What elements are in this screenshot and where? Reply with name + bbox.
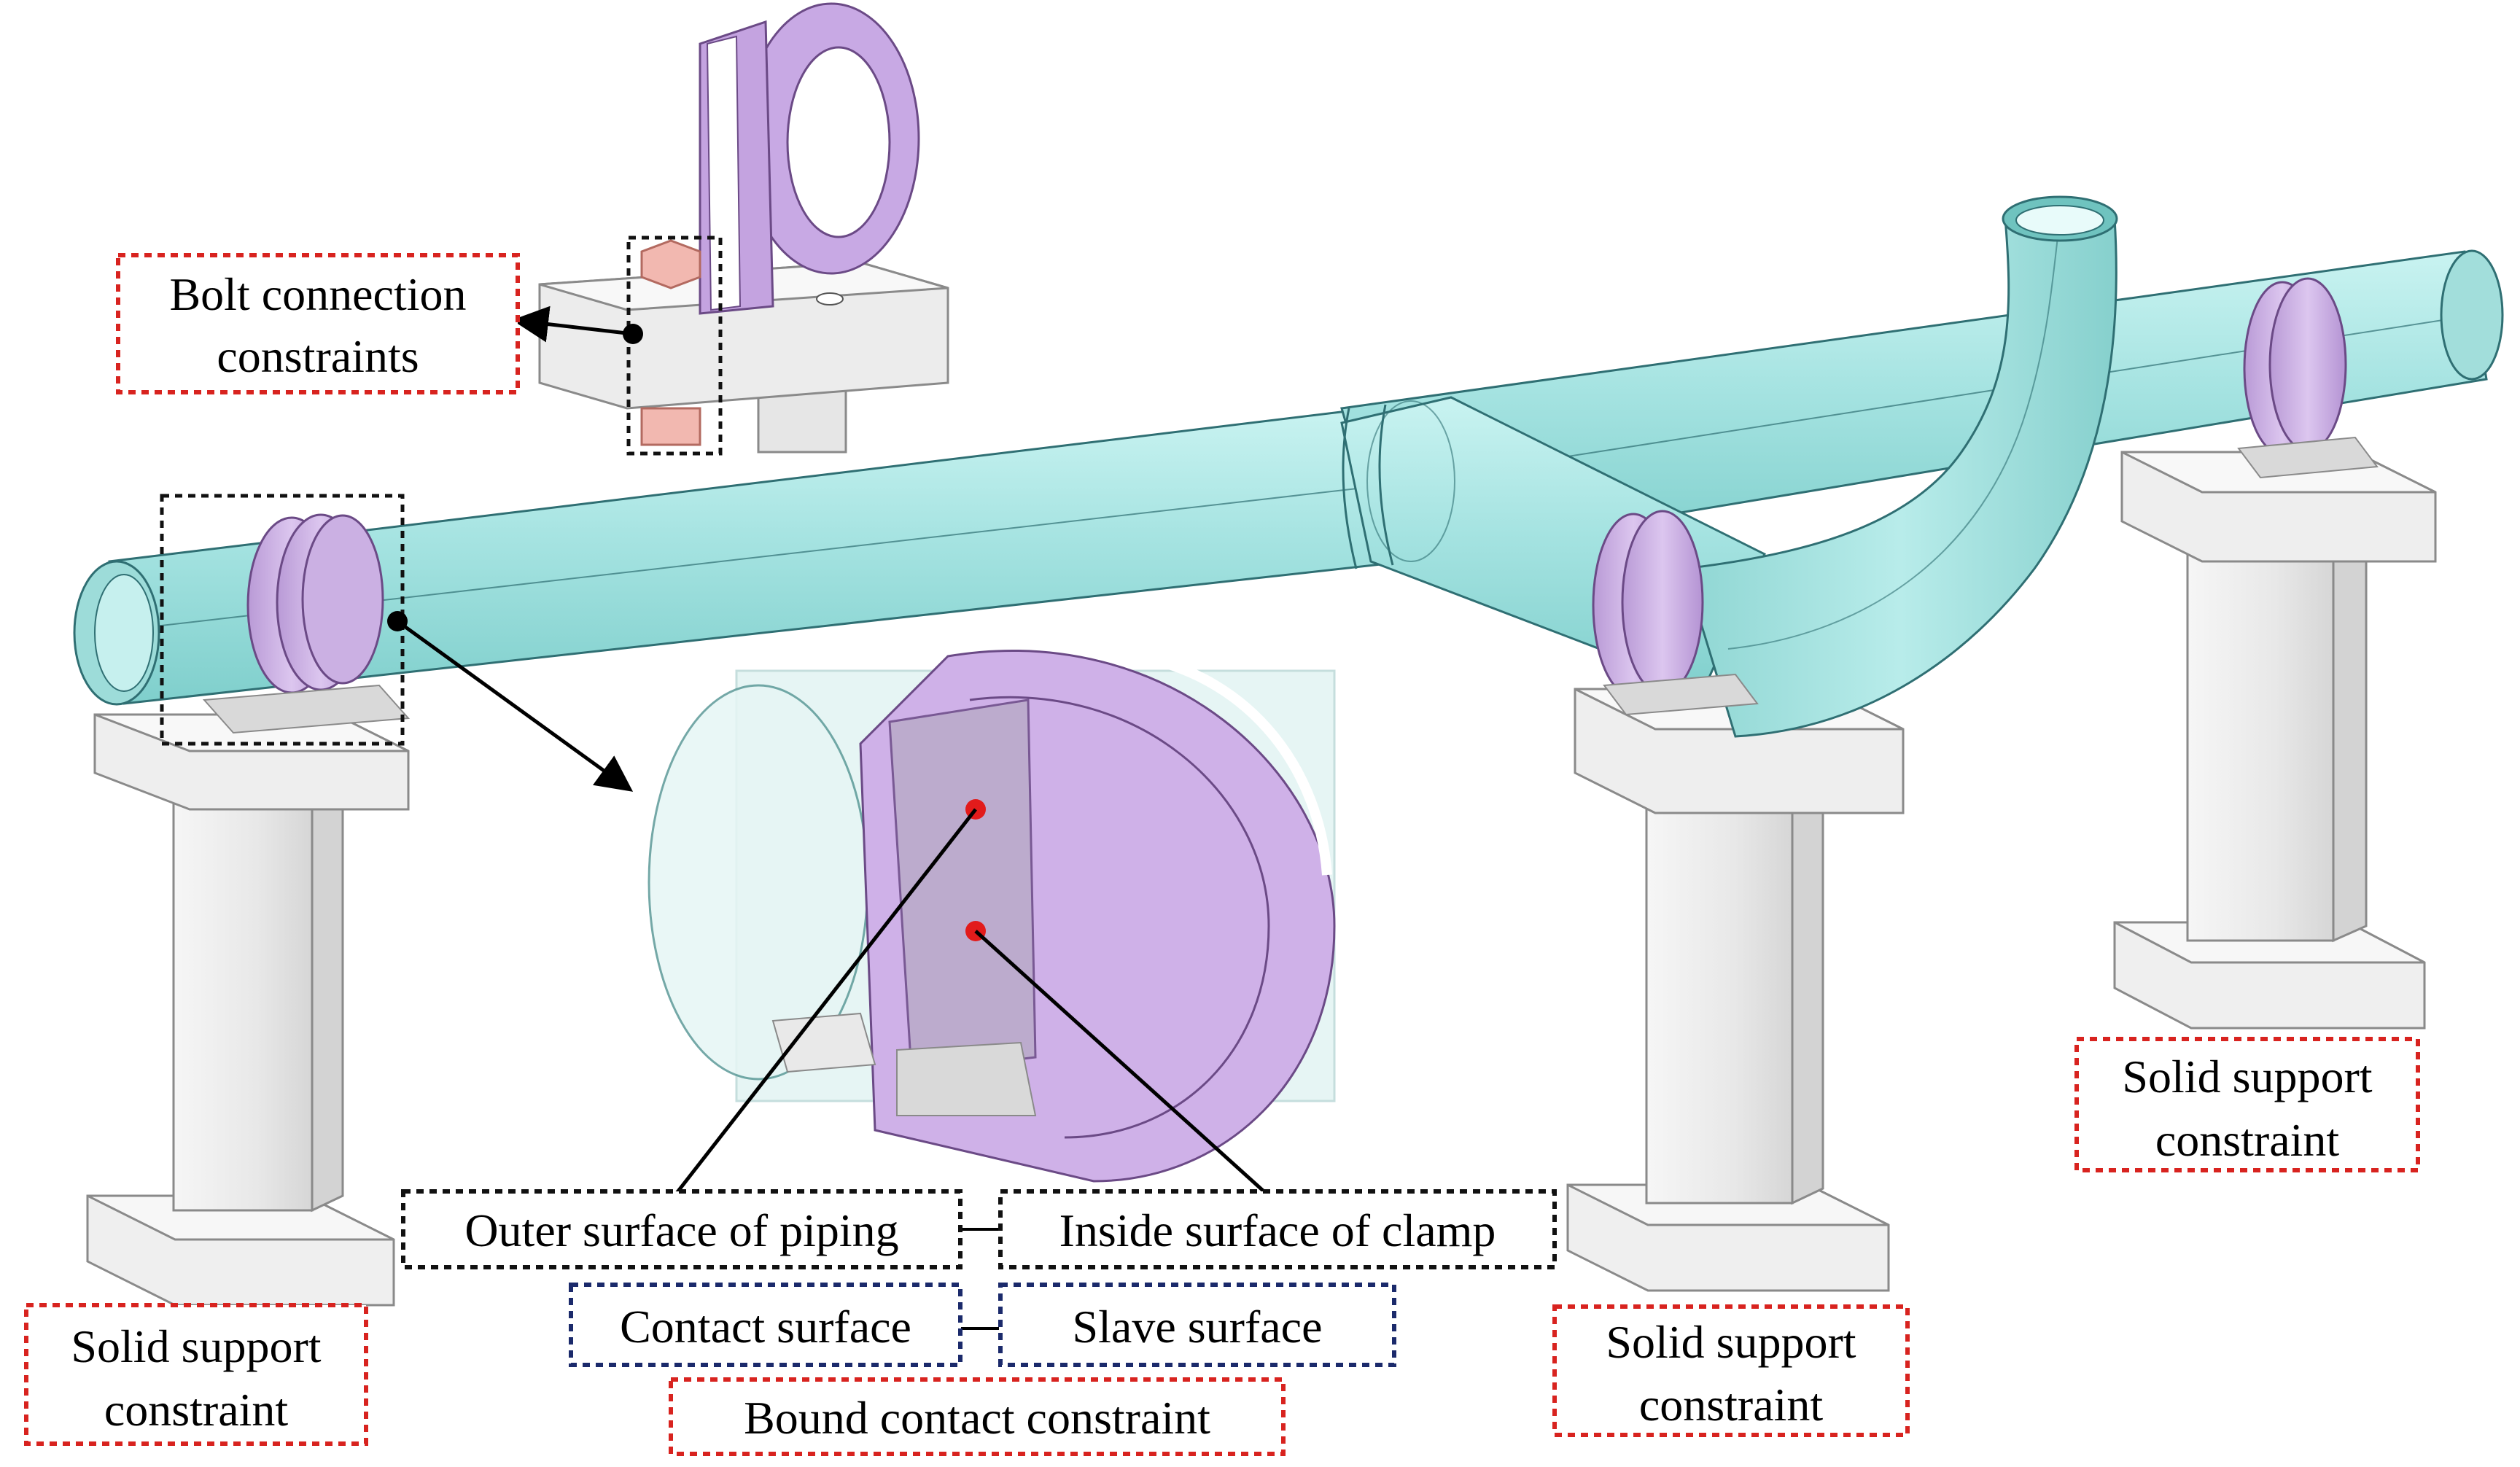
- bolt-connection-box: [116, 253, 520, 394]
- callout-lines: [160, 236, 1270, 1330]
- solid-support-left-label-2: constraint: [104, 1384, 289, 1436]
- solid-support-left-label-1: Solid support: [71, 1320, 321, 1372]
- solid-support-mid-box: [1552, 1304, 1910, 1437]
- clamp-left: [202, 513, 411, 734]
- elbow-pipe: [1683, 195, 2118, 738]
- contact-inset: [648, 650, 1336, 1183]
- bolt-connection-label-2: constraints: [217, 330, 419, 382]
- clamp-right: [2237, 277, 2379, 479]
- support-right: [2113, 451, 2437, 1030]
- solid-support-right-label-1: Solid support: [2122, 1051, 2372, 1102]
- solid-support-mid-label-2: constraint: [1639, 1379, 1824, 1431]
- outer-surface-label: Outer surface of piping: [464, 1205, 898, 1256]
- inside-surface-label: Inside surface of clamp: [1059, 1205, 1496, 1256]
- solid-support-left-box: [24, 1303, 368, 1446]
- solid-support-right-label-2: constraint: [2155, 1114, 2340, 1166]
- main-pipe: [73, 249, 2504, 706]
- slave-surface-box: [998, 1283, 1396, 1367]
- support-middle: [1566, 688, 1905, 1292]
- contact-surface-box: [569, 1283, 962, 1367]
- support-left: [86, 713, 410, 1307]
- clamp-middle: [1592, 510, 1759, 716]
- bolt-inset: [538, 2, 949, 454]
- solid-support-right-box: [2074, 1037, 2420, 1172]
- bolt-connection-label-1: Bolt connection: [169, 268, 466, 320]
- inside-surface-box: [998, 1189, 1557, 1269]
- bound-contact-label: Bound contact constraint: [744, 1392, 1210, 1444]
- solid-support-mid-label-1: Solid support: [1606, 1316, 1856, 1368]
- slave-surface-label: Slave surface: [1073, 1301, 1323, 1353]
- contact-surface-label: Contact surface: [620, 1301, 911, 1353]
- outer-surface-box: [401, 1189, 962, 1269]
- bound-contact-box: [669, 1377, 1286, 1456]
